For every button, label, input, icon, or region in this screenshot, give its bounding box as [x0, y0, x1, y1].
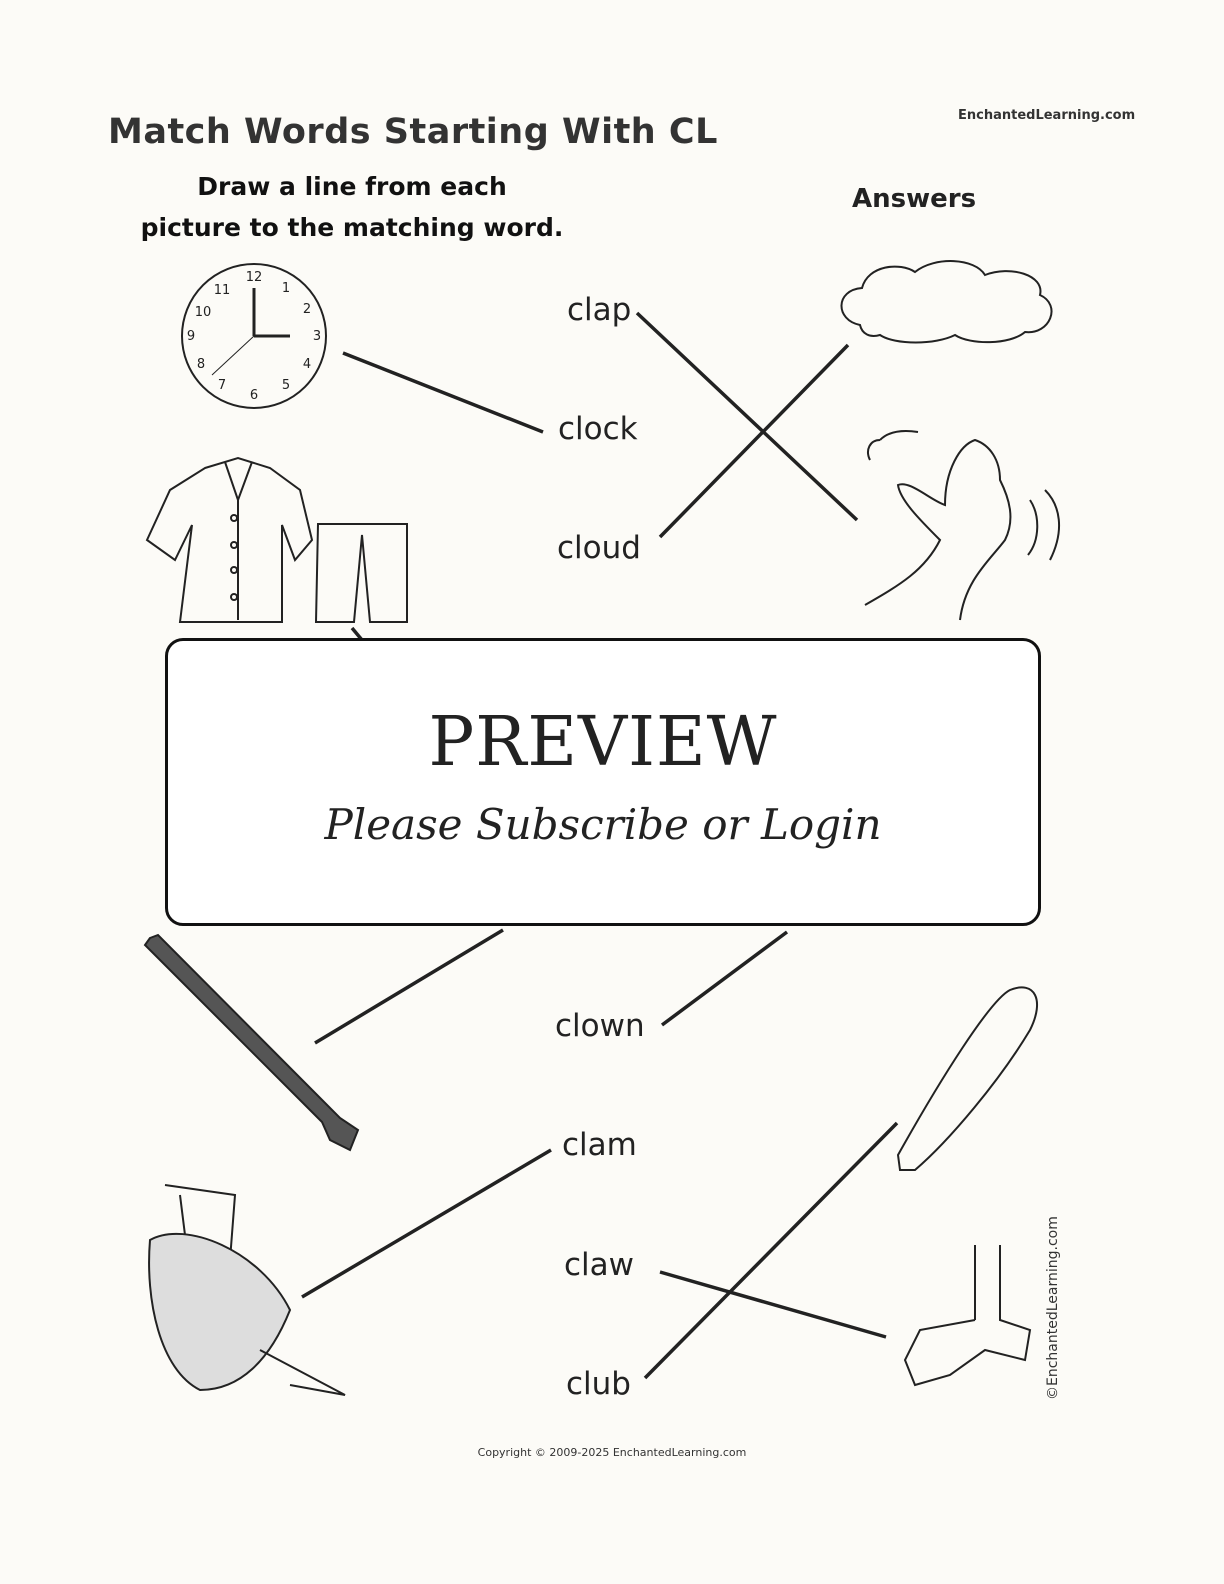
preview-overlay[interactable]: PREVIEW Please Subscribe or Login	[165, 638, 1041, 926]
clam-icon	[148, 1184, 346, 1396]
svg-text:3: 3	[313, 329, 321, 344]
answer-lines	[301, 311, 899, 1380]
svg-text:2: 2	[303, 302, 311, 317]
svg-text:1: 1	[282, 281, 290, 296]
subscribe-login-link[interactable]: Please Subscribe or Login	[324, 800, 882, 849]
svg-text:5: 5	[282, 378, 290, 393]
word-clock: clock	[558, 411, 638, 447]
word-claw: claw	[564, 1247, 635, 1283]
svg-text:9: 9	[187, 329, 195, 344]
word-clam: clam	[562, 1127, 637, 1163]
clarinet-icon	[143, 933, 360, 1152]
clothes-icon	[145, 456, 408, 623]
word-clap: clap	[567, 292, 632, 328]
instructions-line-1: Draw a line from each	[197, 172, 507, 201]
svg-text:8: 8	[197, 357, 205, 372]
instructions-line-2: picture to the matching word.	[140, 213, 564, 242]
club-icon	[896, 986, 1039, 1171]
word-club: club	[566, 1366, 631, 1402]
word-cloud: cloud	[557, 530, 641, 566]
site-name: EnchantedLearning.com	[958, 108, 1136, 123]
claw-icon	[903, 1245, 1032, 1387]
svg-text:7: 7	[218, 378, 226, 393]
cloud-icon	[840, 260, 1053, 344]
svg-text:4: 4	[303, 357, 311, 372]
preview-title: PREVIEW	[428, 703, 778, 782]
side-copyright: ©EnchantedLearning.com	[1045, 1216, 1061, 1400]
svg-text:11: 11	[214, 283, 231, 298]
svg-text:10: 10	[195, 305, 212, 320]
clapping-hands-icon	[864, 430, 1061, 621]
svg-text:6: 6	[250, 388, 258, 403]
answers-label: Answers	[852, 184, 977, 214]
page-title: Match Words Starting With CL	[108, 112, 718, 152]
copyright: Copyright © 2009-2025 EnchantedLearning.…	[477, 1446, 747, 1459]
word-clown: clown	[555, 1008, 645, 1044]
svg-text:12: 12	[246, 270, 263, 285]
